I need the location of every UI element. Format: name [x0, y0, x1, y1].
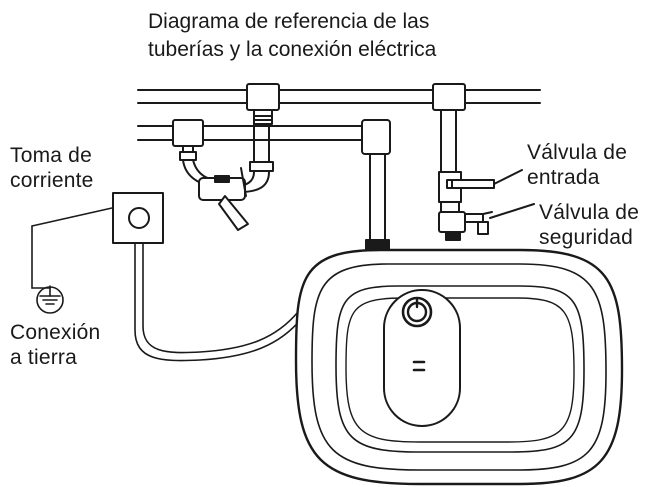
inlet-valve-label-line1: Válvula de	[527, 141, 628, 164]
power-cable	[134, 242, 303, 362]
diagram-title: Diagrama de referencia de las tuberías y…	[148, 8, 436, 64]
ground-label: Conexión a tierra	[10, 320, 100, 370]
faucet-icon	[179, 123, 274, 231]
outlet-label: Toma de corriente	[10, 143, 94, 193]
inlet-valve-label-line2: entrada	[527, 166, 600, 189]
inlet-valve	[438, 171, 495, 203]
lower-elbow	[361, 119, 391, 155]
ground-symbol-icon	[31, 207, 113, 314]
outlet-label-line1: Toma de	[10, 144, 92, 167]
heater-indicator	[412, 360, 426, 372]
upper-tee-right	[432, 83, 466, 111]
diagram-title-line1: Diagrama de referencia de las	[148, 10, 430, 33]
inlet-valve-leader	[493, 169, 523, 185]
cold-water-riser	[440, 109, 457, 173]
safety-valve-leader	[489, 203, 535, 219]
ground-label-line2: a tierra	[10, 346, 77, 369]
safety-valve-label: Válvula de seguridad	[539, 200, 639, 250]
lower-tee-left	[172, 119, 204, 147]
safety-valve	[438, 201, 493, 241]
inlet-valve-label: Válvula de entrada	[527, 140, 627, 190]
diagram-title-line2: tuberías y la conexión eléctrica	[148, 38, 437, 61]
heater-knob-icon	[401, 296, 433, 328]
water-heater	[294, 248, 624, 486]
power-outlet-icon	[112, 192, 164, 244]
outlet-label-line2: corriente	[10, 169, 94, 192]
upper-pipe	[137, 89, 541, 104]
hot-water-riser	[365, 153, 390, 251]
safety-valve-label-line1: Válvula de	[539, 201, 640, 224]
ground-label-line1: Conexión	[10, 321, 101, 344]
upper-tee-left	[246, 83, 280, 125]
safety-valve-label-line2: seguridad	[539, 226, 634, 249]
